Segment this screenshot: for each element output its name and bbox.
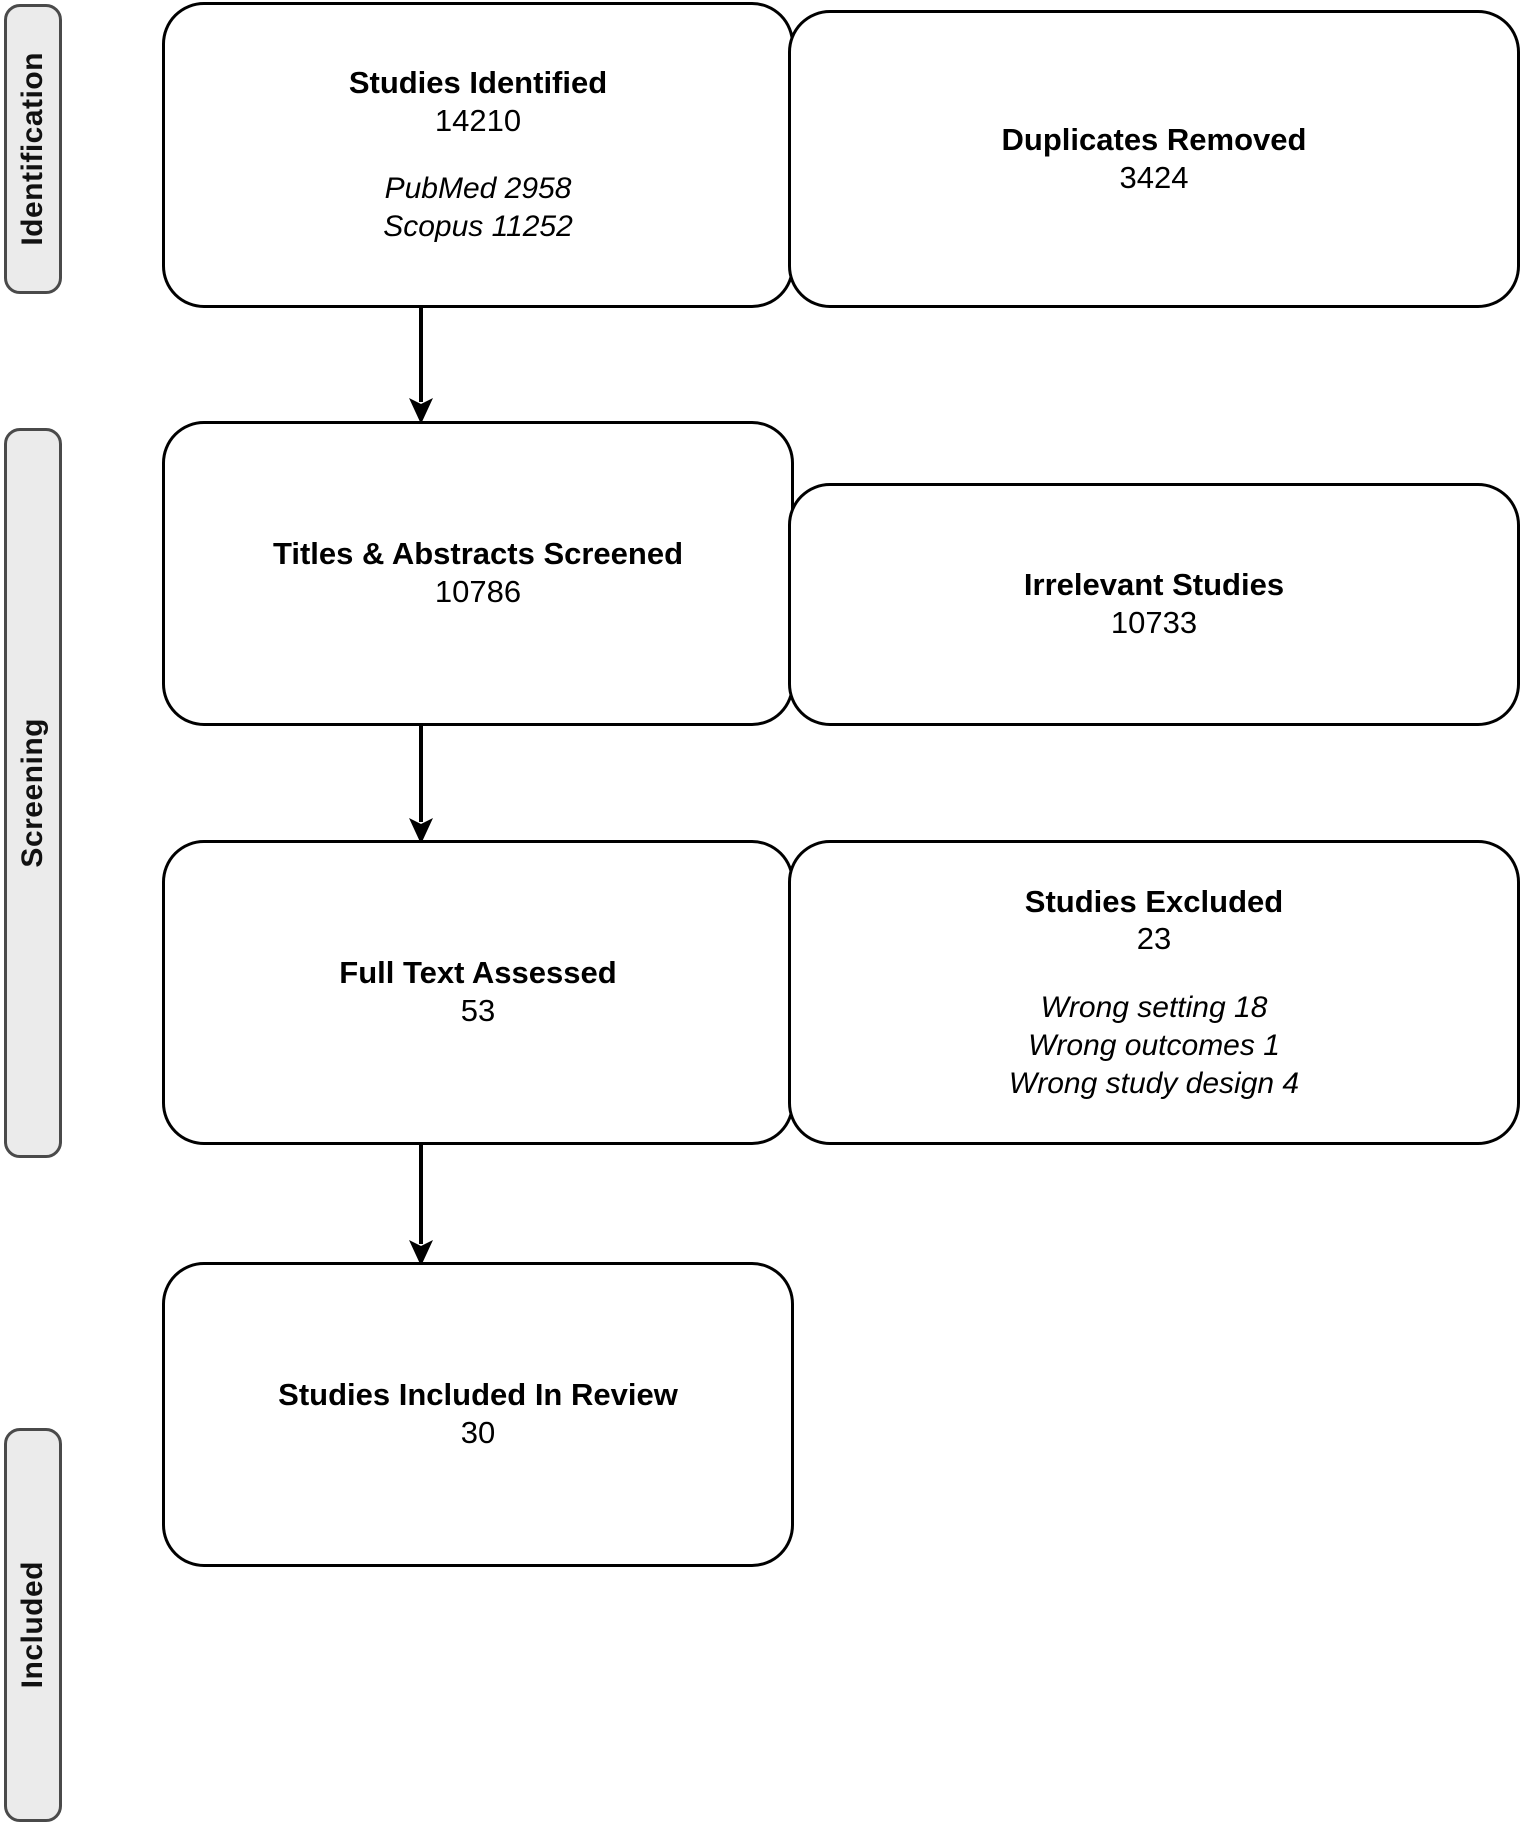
stage-band-identification: Identification xyxy=(4,4,62,294)
stage-label-screening: Screening xyxy=(16,718,49,868)
box-title-irrelevant-studies: Irrelevant Studies xyxy=(1023,567,1285,603)
flow-box-full-text-assessed[interactable]: Full Text Assessed 53 xyxy=(162,840,794,1145)
flow-box-studies-included-in-review[interactable]: Studies Included In Review 30 xyxy=(162,1262,794,1567)
flow-box-duplicates-removed[interactable]: Duplicates Removed 3424 xyxy=(788,10,1520,308)
box-count-full-text-assessed: 53 xyxy=(460,993,496,1029)
box-detail-line: Wrong study design 4 xyxy=(1008,1066,1300,1100)
connector-identified-to-screened xyxy=(390,300,452,428)
box-title-studies-identified: Studies Identified xyxy=(348,64,608,100)
flow-box-irrelevant-studies[interactable]: Irrelevant Studies 10733 xyxy=(788,483,1520,726)
box-count-duplicates-removed: 3424 xyxy=(1119,159,1189,195)
box-detail-line: Scopus 11252 xyxy=(383,210,573,244)
box-detail-line: Wrong setting 18 xyxy=(1040,991,1268,1025)
box-detail-line: Wrong outcomes 1 xyxy=(1028,1028,1280,1062)
flow-box-studies-excluded[interactable]: Studies Excluded 23 Wrong setting 18 Wro… xyxy=(788,840,1520,1145)
box-count-studies-excluded: 23 xyxy=(1136,921,1172,957)
box-count-irrelevant-studies: 10733 xyxy=(1110,605,1198,641)
box-detail-line: PubMed 2958 xyxy=(384,172,572,206)
flow-box-titles-abstracts-screened[interactable]: Titles & Abstracts Screened 10786 xyxy=(162,421,794,726)
stage-band-included: Included xyxy=(4,1428,62,1822)
box-details-studies-identified: PubMed 2958 Scopus 11252 xyxy=(383,170,573,246)
box-title-titles-abstracts-screened: Titles & Abstracts Screened xyxy=(272,536,684,572)
stage-label-identification: Identification xyxy=(16,52,49,246)
stage-label-included: Included xyxy=(16,1561,49,1689)
connector-fulltext-to-included xyxy=(390,1140,452,1270)
box-title-duplicates-removed: Duplicates Removed xyxy=(1001,121,1307,157)
box-count-studies-included-in-review: 30 xyxy=(460,1415,496,1451)
stage-band-screening: Screening xyxy=(4,428,62,1158)
flow-box-studies-identified[interactable]: Studies Identified 14210 PubMed 2958 Sco… xyxy=(162,2,794,308)
box-count-studies-identified: 14210 xyxy=(434,102,522,138)
box-details-studies-excluded: Wrong setting 18 Wrong outcomes 1 Wrong … xyxy=(1009,989,1299,1102)
box-title-studies-excluded: Studies Excluded xyxy=(1024,883,1284,919)
box-title-full-text-assessed: Full Text Assessed xyxy=(339,955,617,991)
connector-screened-to-fulltext xyxy=(390,718,452,848)
box-title-studies-included-in-review: Studies Included In Review xyxy=(278,1377,678,1413)
box-count-titles-abstracts-screened: 10786 xyxy=(434,574,522,610)
